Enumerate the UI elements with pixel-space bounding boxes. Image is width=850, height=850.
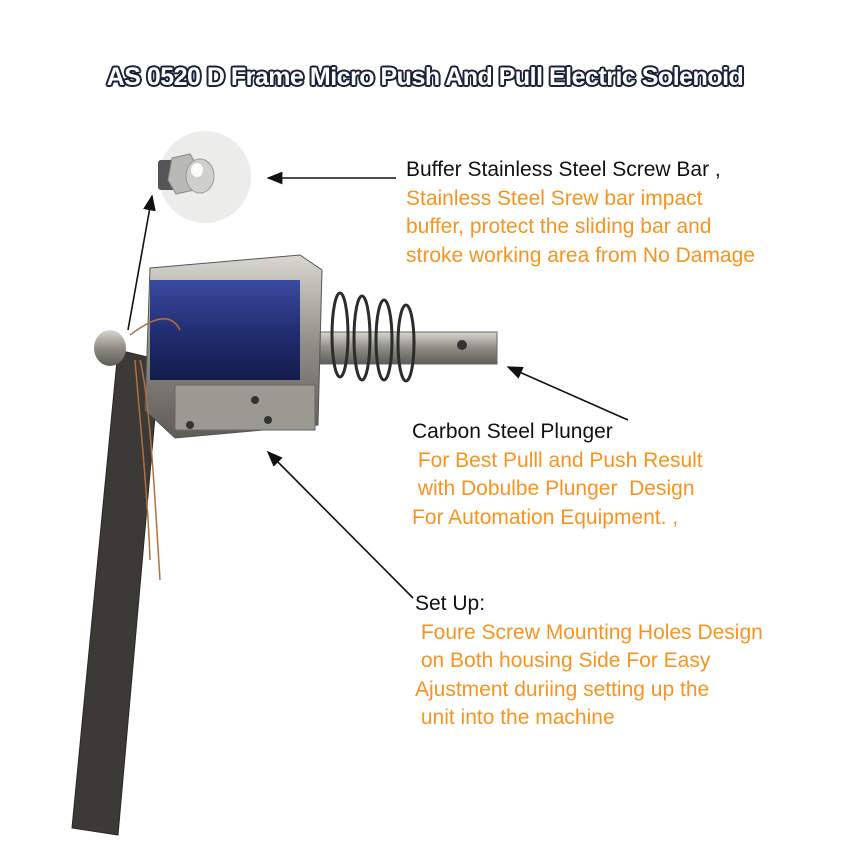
annotation-line: with Dobulbe Plunger Design <box>412 477 695 500</box>
annotation-line: Ajustment duriing setting up the <box>415 677 710 701</box>
annotation-heading: Set Up: <box>415 592 486 615</box>
annotation-line: stroke working area from No Damage <box>406 243 755 267</box>
annotation-line: Stainless Steel Srew bar impact <box>406 186 703 210</box>
buffer-cap <box>94 330 126 366</box>
annotation-setup: Set Up: Foure Screw Mounting Holes Desig… <box>415 590 763 733</box>
annotation-line: unit into the machine <box>415 706 615 729</box>
annotation-line: on Both housing Side For Easy <box>415 649 711 672</box>
arrow-to-plunger <box>506 366 629 421</box>
annotation-heading: Carbon Steel Plunger <box>412 420 613 443</box>
annotation-line: For Automation Equipment. , <box>412 505 679 529</box>
annotation-plunger: Carbon Steel Plunger For Best Pulll and … <box>412 418 703 532</box>
callout-arrows <box>127 171 629 599</box>
arrow-to-inset <box>127 194 156 331</box>
spring <box>330 291 416 383</box>
plunger-shaft <box>314 331 498 365</box>
annotation-line: Foure Screw Mounting Holes Design <box>415 620 763 644</box>
annotation-heading: Buffer Stainless Steel Screw Bar , <box>406 158 721 181</box>
buffer-nut-inset <box>158 131 251 223</box>
arrow-to-mounting <box>266 450 414 599</box>
product-title: AS 0520 D Frame Micro Push And Pull Elec… <box>106 63 744 91</box>
annotation-buffer: Buffer Stainless Steel Screw Bar , Stainl… <box>406 156 755 270</box>
annotation-line: buffer, protect the sliding bar and <box>406 215 712 238</box>
d-frame <box>129 254 323 581</box>
annotation-line: For Best Pulll and Push Result <box>412 448 703 472</box>
plunger-hole <box>457 340 467 350</box>
mounting-bracket <box>71 349 161 836</box>
